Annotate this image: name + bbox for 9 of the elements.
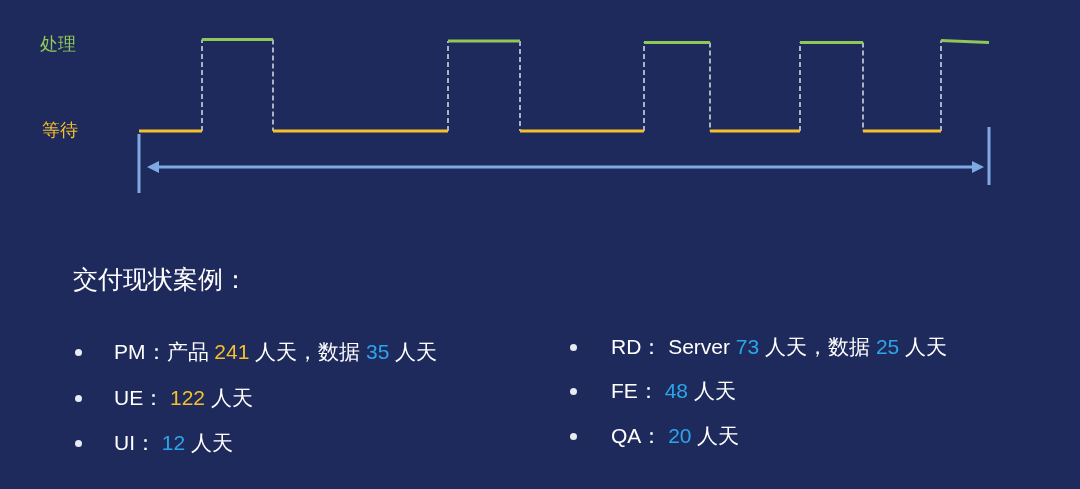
list-item-text: UI： 12 人天 — [114, 430, 234, 456]
heading: 交付现状案例： — [73, 264, 248, 294]
list-item-text: PM：产品 241 人天，数据 35 人天 — [114, 339, 438, 365]
list-item-text: FE： 48 人天 — [611, 378, 736, 404]
level-label: 等待 — [42, 120, 78, 142]
list-item-text: UE： 122 人天 — [114, 385, 253, 411]
list-item-text: QA： 20 人天 — [611, 423, 740, 449]
list-item-text: RD： Server 73 人天，数据 25 人天 — [611, 334, 948, 360]
level-label: 处理 — [40, 34, 76, 56]
